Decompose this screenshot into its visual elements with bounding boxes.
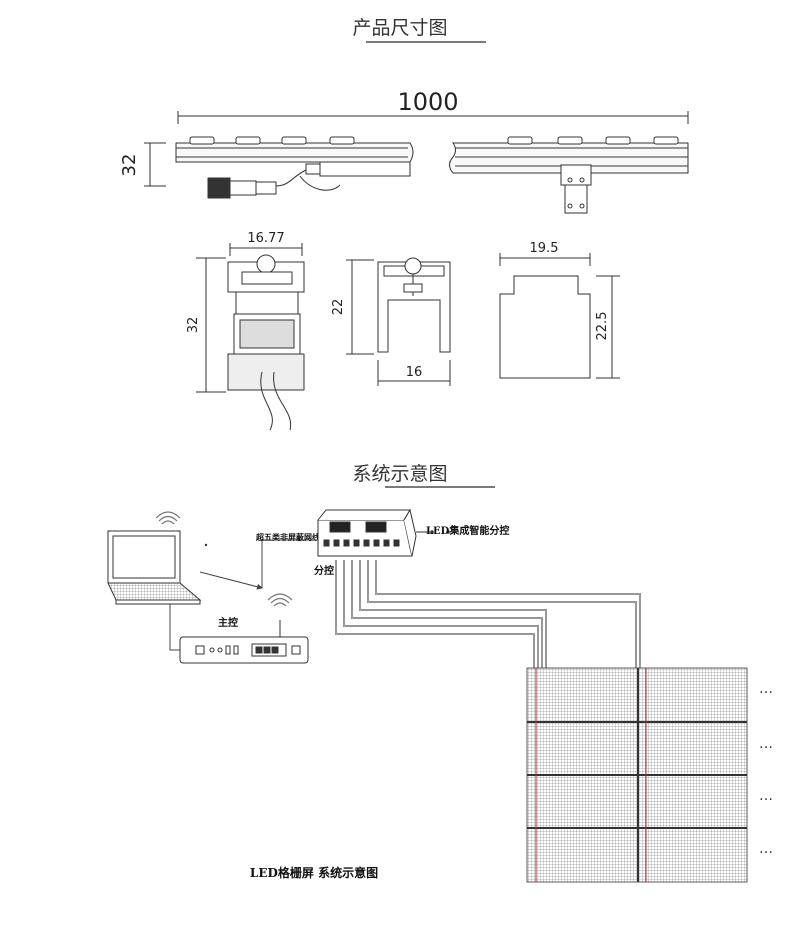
panel-cables (335, 560, 641, 668)
dimensions-title-underline (366, 41, 486, 43)
end-cap-section (499, 253, 620, 379)
cross-section-profile (346, 257, 451, 386)
wifi-icon-laptop (155, 511, 181, 525)
profile-height-label: 22 (331, 299, 346, 316)
system-caption: LED格栅屏 系统示意图 (250, 865, 378, 880)
side-view-drawing (144, 111, 689, 214)
system-title-underline (385, 486, 495, 488)
led-bumps-left (189, 136, 355, 145)
wifi-icon-router (267, 593, 293, 607)
sub-controller-icon (317, 508, 450, 557)
length-dimension-label: 1000 (397, 88, 458, 116)
laptop-icon (107, 530, 202, 605)
led-grille-panels (526, 667, 748, 883)
section-height-label: 32 (186, 317, 201, 334)
cable-label: 超五类非屏蔽网线 (255, 532, 320, 542)
network-cables (169, 539, 316, 651)
ellipsis-row-4: … (759, 841, 773, 857)
ellipsis-row-1: … (759, 681, 773, 697)
main-controller-icon (179, 620, 309, 664)
cap-width-label: 19.5 (530, 241, 559, 256)
system-section-title: 系统示意图 (352, 463, 448, 485)
main-controller-label: 主控 (218, 616, 238, 629)
dimensions-section-title: 产品尺寸图 (352, 17, 448, 39)
cross-section-full (196, 243, 305, 431)
section-width-label: 16.77 (247, 231, 284, 246)
led-controller-label: LED集成智能分控 (426, 524, 509, 537)
cap-height-label: 22.5 (595, 312, 610, 341)
side-height-dimension-label: 32 (119, 154, 140, 177)
led-bumps-right (507, 136, 679, 145)
ellipsis-row-3: … (759, 788, 773, 804)
profile-width-label: 16 (406, 365, 423, 380)
sub-controller-label: 分控 (314, 564, 334, 577)
ellipsis-row-2: … (759, 736, 773, 752)
